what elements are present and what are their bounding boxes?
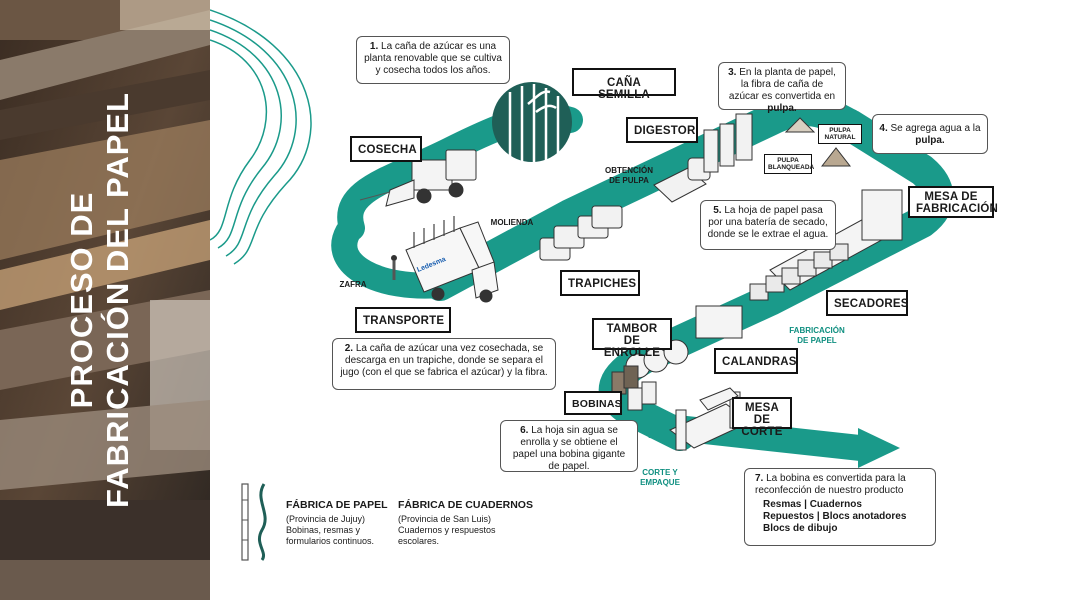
legend-papel-l2: Bobinas, resmas y [286,525,361,535]
note-2: 2. La caña de azúcar una vez cosechada, … [332,338,556,390]
note-5-number: 5. [713,205,722,216]
label-fabricacion-papel: FABRICACIÓN DE PAPEL [782,326,852,346]
label-fab-papel-l1: FABRICACIÓN [789,326,845,335]
label-obtencion-pulpa: OBTENCIÓN DE PULPA [598,166,660,186]
legend-fabrica-papel: FÁBRICA DE PAPEL (Provincia de Jujuy) Bo… [286,500,394,547]
tag-pulpa-natural-l2: NATURAL [824,134,856,141]
wave-lines-decoration [210,9,312,265]
stage-mesa-corte-l1: MESA DE [744,402,780,426]
stage-cana-semilla: CAÑA SEMILLA [572,68,676,101]
stage-mesa-fabricacion-l1: MESA DE [924,191,978,203]
note-4-text: Se agrega agua a la [890,123,981,134]
stage-calandras: CALANDRAS [714,348,798,374]
label-fab-papel-l2: DE PAPEL [797,336,837,345]
stage-cosecha: COSECHA [350,136,422,162]
stage-mesa-de-corte: MESA DE CORTE [732,397,792,438]
truck-icon: Ledesma [405,216,499,303]
legend-papel-l1: (Provincia de Jujuy) [286,514,366,524]
worker-icon [391,255,397,280]
pulp-plant-icon [653,113,852,203]
tag-pulpa-natural-l1: PULPA [829,127,851,134]
note-6: 6. La hoja sin agua se enrolla y se obti… [500,420,638,472]
note-5: 5. La hoja de papel pasa por una batería… [700,200,836,250]
paper-reels-icon [611,365,657,411]
note-2-number: 2. [344,343,354,354]
title-line-2: FABRICACIÓN DEL PAPEL [99,92,135,508]
stage-bobinas: BOBINAS [564,391,622,415]
legend-cane-icon [241,483,267,561]
stage-tambor-l2: DE ENROLLE [603,335,661,359]
product-line: Blocs de dibujo [763,523,838,534]
note-3: 3. En la planta de papel, la fibra de ca… [718,62,846,114]
tag-pulpa-natural: PULPA NATURAL [818,124,862,144]
label-zafra: ZAFRA [339,280,367,289]
legend-papel-l3: formularios continuos. [286,536,375,546]
legend-cuadernos-l2: Cuadernos y respuestos [398,525,496,535]
note-4-bold: pulpa. [915,135,945,146]
note-3-bold: pulpa. [767,103,797,114]
note-3-number: 3. [728,67,737,78]
label-obtencion-l2: DE PULPA [609,176,649,185]
label-obtencion-l1: OBTENCIÓN [605,166,653,175]
stage-mesa-corte-l2: CORTE [741,426,783,438]
legend-papel-title: FÁBRICA DE PAPEL [286,499,388,511]
stage-trapiches: TRAPICHES [560,270,640,296]
note-7-number: 7. [755,473,764,484]
note-5-text: La hoja de papel pasa por una batería de… [707,205,829,240]
page-title: PROCESO DE FABRICACIÓN DEL PAPEL [64,92,135,508]
mill-rollers-icon [539,205,623,261]
stage-transporte: TRANSPORTE [355,307,451,333]
label-corte-l2: EMPAQUE [640,478,680,487]
legend-cuadernos-l1: (Provincia de San Luis) [398,514,492,524]
legend-cuadernos-l3: escolares. [398,536,440,546]
note-7-products: Resmas | Cuadernos Repuestos | Blocs ano… [755,499,929,535]
label-corte-empaque: CORTE Y EMPAQUE [632,468,688,488]
stage-tambor-de-enrolle: TAMBOR DE ENROLLE [592,318,672,359]
note-7: 7. La bobina es convertida para la recon… [744,468,936,546]
note-7-text: La bobina es convertida para la reconfec… [755,473,906,496]
stage-digestor: DIGESTOR [626,117,698,143]
label-corte-l1: CORTE Y [642,468,678,477]
legend-cuadernos-title: FÁBRICA DE CUADERNOS [398,499,533,511]
note-1-number: 1. [369,41,379,52]
note-4: 4. Se agrega agua a la pulpa. [872,114,988,154]
product-line: Repuestos | Blocs anotadores [763,511,907,522]
harvester-icon [359,149,477,207]
tag-pulpa-blanq-l2: BLANQUEADA [768,164,815,171]
product-line: Resmas | Cuadernos [763,499,862,510]
stage-tambor-l1: TAMBOR [606,323,658,335]
note-3-text: En la planta de papel, la fibra de caña … [728,67,836,102]
paper-machine-icon [625,189,903,379]
note-4-number: 4. [879,123,888,134]
note-6-text: La hoja sin agua se enrolla y se obtiene… [512,425,626,472]
legend-fabrica-cuadernos: FÁBRICA DE CUADERNOS (Provincia de San L… [398,500,538,547]
stage-mesa-fabricacion-l2: FABRICACIÓN [916,203,999,215]
tag-pulpa-blanqueada: PULPA BLANQUEADA [764,154,815,174]
stage-secadores: SECADORES [826,290,908,316]
factory-photo [0,0,210,600]
note-6-number: 6. [520,425,529,436]
title-line-1: PROCESO DE [64,192,99,409]
note-2-text: La caña de azúcar una vez cosechada, se … [340,343,548,378]
label-molienda: MOLIENDA [490,218,534,227]
cane-seed-icon [492,82,572,162]
tag-pulpa-blanq-l1: PULPA [777,157,799,164]
stage-mesa-fabricacion: MESA DE FABRICACIÓN [908,186,999,218]
note-1-text: La caña de azúcar es una planta renovabl… [364,41,502,76]
note-1: 1. La caña de azúcar es una planta renov… [356,36,510,84]
